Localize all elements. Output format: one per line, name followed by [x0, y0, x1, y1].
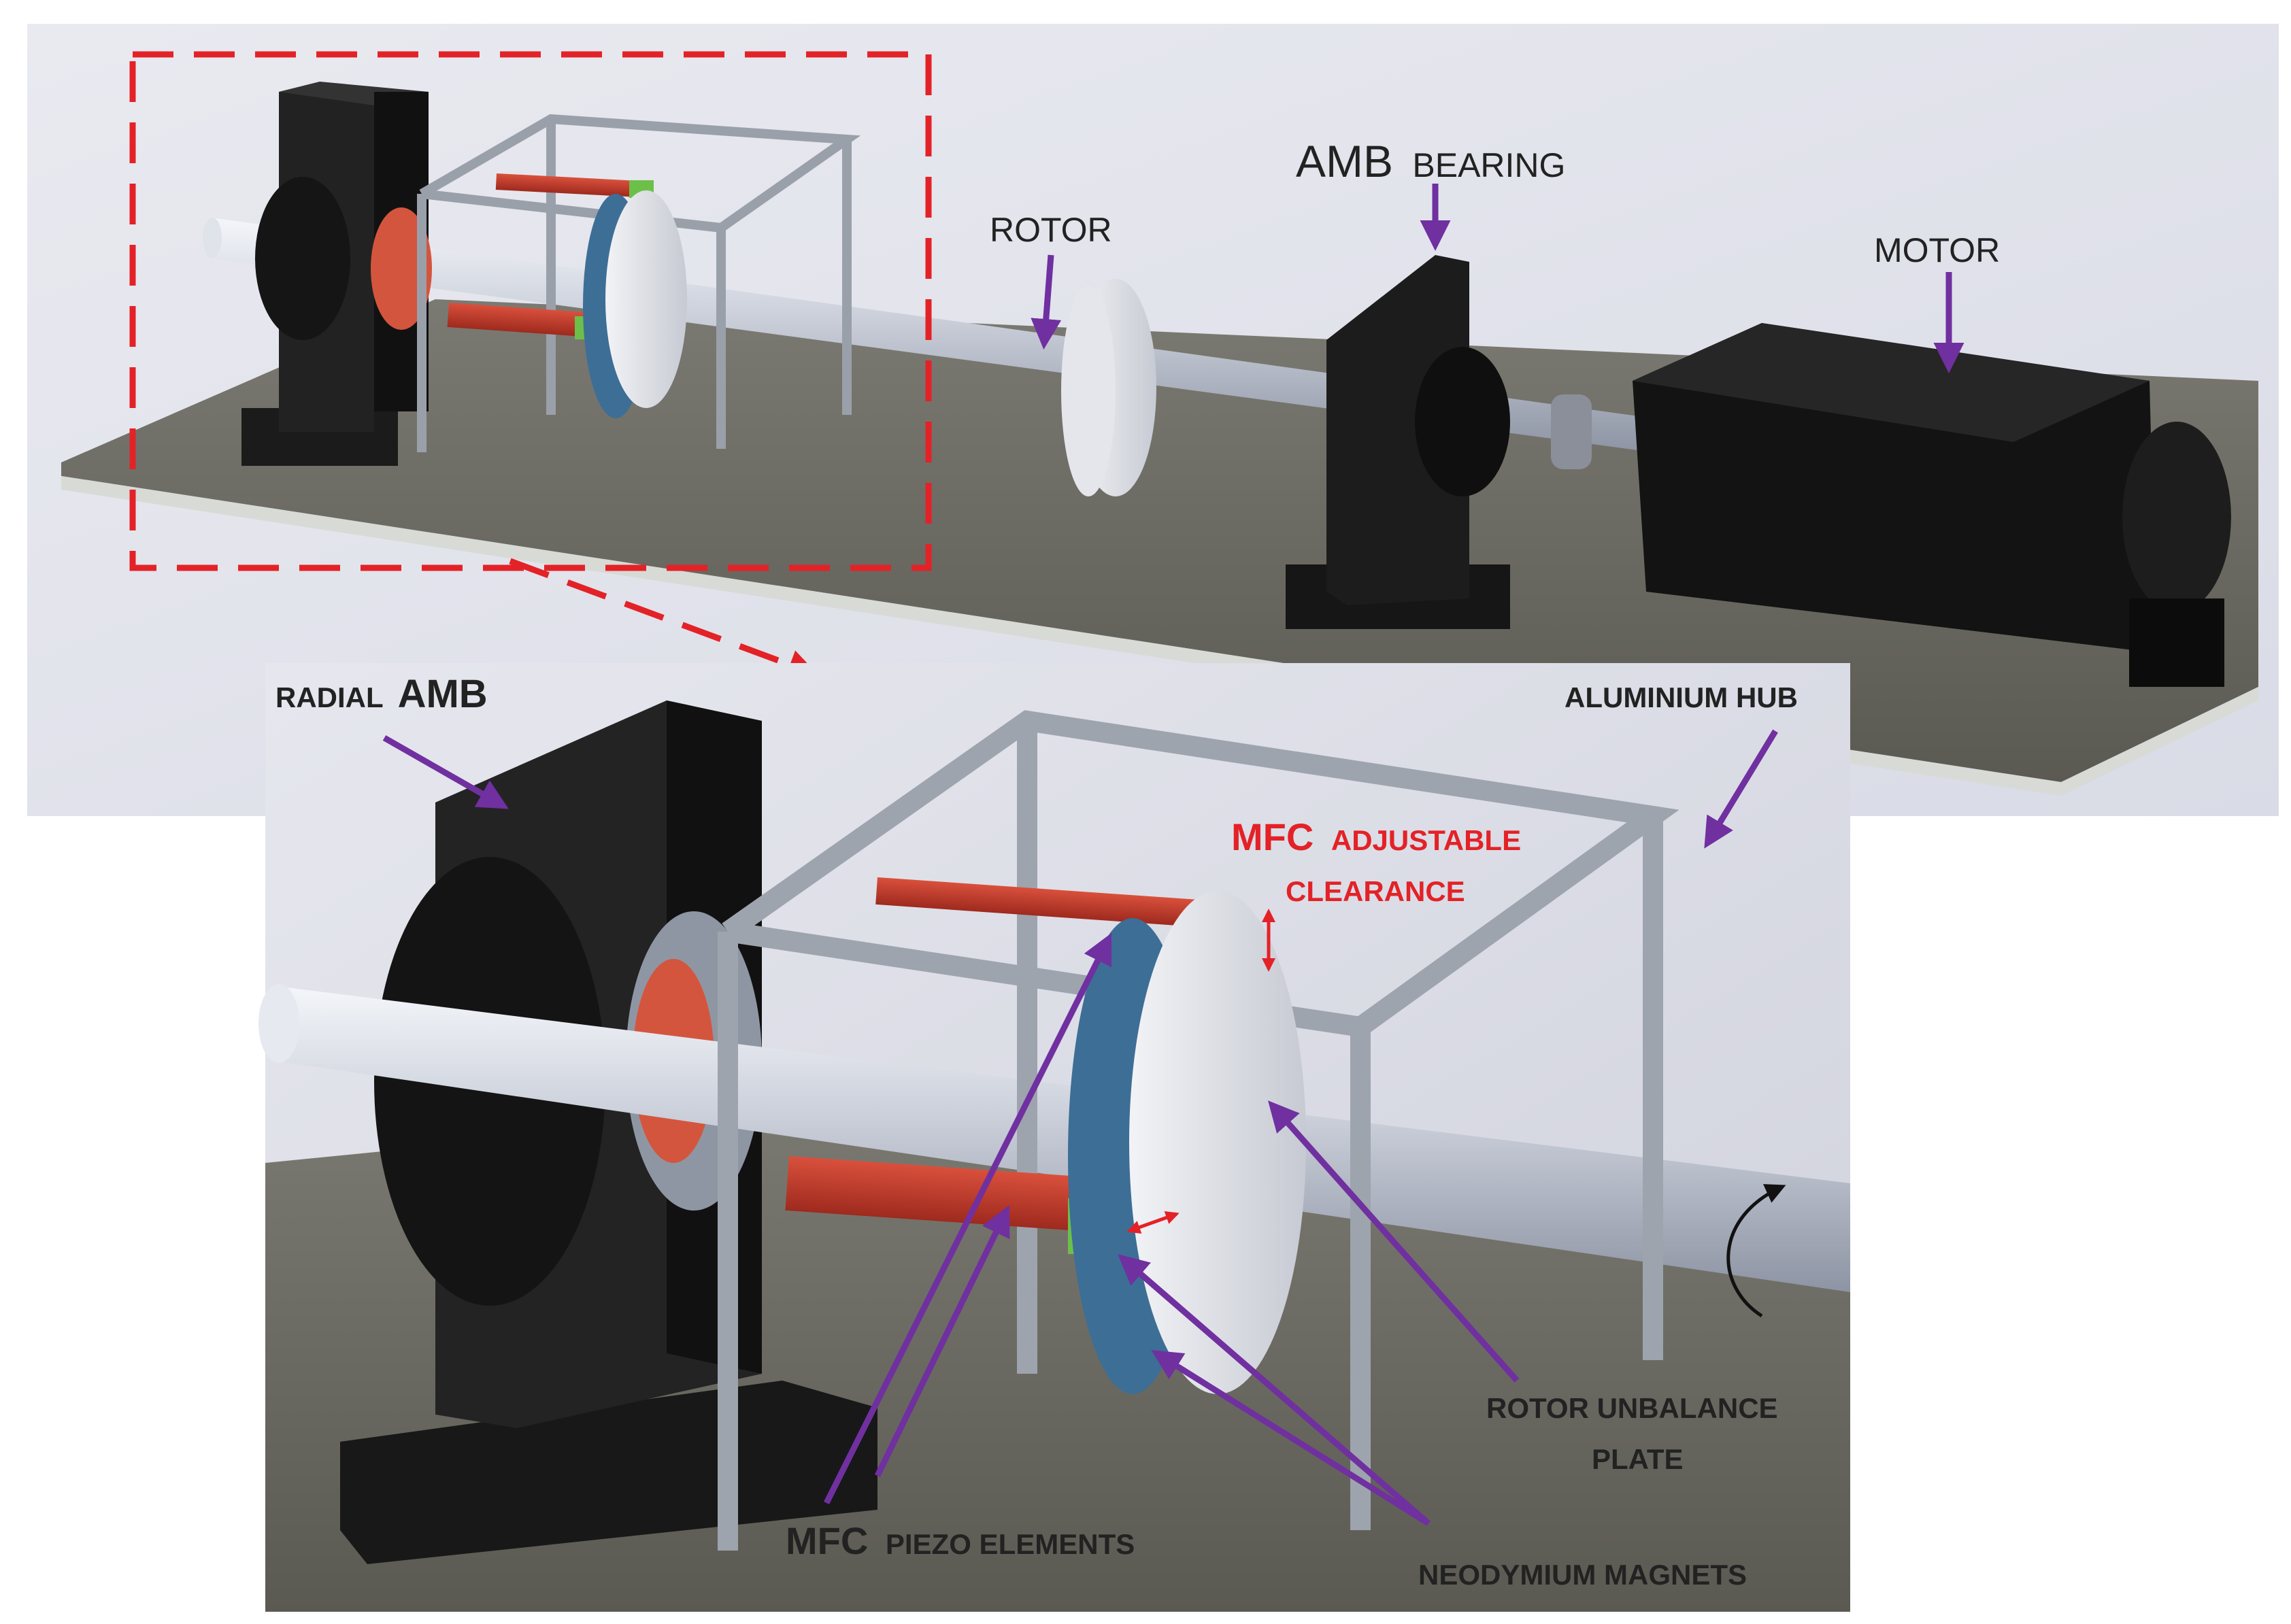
rotor-unbalance-plate-detail — [1129, 891, 1306, 1394]
aluminium-hub-label: ALUMINIUM HUB — [1565, 681, 1798, 713]
mfc-clearance-label-big: MFC — [1231, 815, 1314, 858]
amb-bearing-label: AMB BEARING — [1296, 136, 1565, 186]
top-overview-panel: AMB BEARING ROTOR MOTOR — [27, 24, 2279, 816]
motor-label: MOTOR — [1874, 231, 2000, 269]
mfc-piezo-arrow-2 — [874, 1204, 1010, 1477]
amb-bearing-label-big: AMB — [1296, 136, 1393, 186]
zoom-callout-arrow — [509, 558, 819, 679]
mfc-strip-upper-detail — [875, 877, 1197, 927]
mfc-piezo-arrow-1 — [823, 932, 1112, 1505]
mfc-piezo-label-small: PIEZO ELEMENTS — [886, 1528, 1135, 1560]
aluminium-hub-arrow — [1704, 729, 1778, 849]
clearance-arrow-lower — [1126, 1211, 1180, 1234]
radial-amb-arrow — [382, 735, 509, 809]
rotor-unbalance-label-line2: PLATE — [1592, 1443, 1684, 1475]
neodymium-arrow-1 — [1118, 1254, 1431, 1526]
main-shaft-top — [211, 218, 1653, 452]
mfc-strip-lower-top — [447, 303, 585, 337]
rotor-disk-rim — [1061, 286, 1116, 496]
unbalance-plate-top — [605, 190, 687, 408]
neodymium-label: NEODYMIUM MAGNETS — [1418, 1559, 1747, 1591]
neodymium-arrow-2 — [1151, 1350, 1431, 1526]
mfc-piezo-label-big: MFC — [786, 1519, 868, 1562]
mfc-clearance-label-small: ADJUSTABLE — [1331, 824, 1521, 856]
zoom-detail-panel: RADIAL AMB ALUMINIUM HUB MFC ADJUSTABLE … — [258, 663, 1850, 1612]
mfc-strip-lower-detail — [785, 1156, 1115, 1234]
main-shaft-detail — [275, 986, 1850, 1292]
mfc-strip-upper-top — [495, 173, 633, 197]
mfc-clearance-label-line2: CLEARANCE — [1286, 875, 1465, 907]
shaft-coupling — [1551, 394, 1592, 469]
radial-amb-label-big: AMB — [398, 672, 488, 716]
motor-body — [1633, 323, 2231, 687]
zoom-highlight-box — [129, 51, 932, 571]
radial-amb-label-small: RADIAL — [275, 681, 383, 713]
rotor-unbalance-label-line1: ROTOR UNBALANCE — [1486, 1392, 1778, 1424]
amb-bearing-label-small: BEARING — [1412, 146, 1565, 184]
shaft-end-top — [203, 218, 222, 258]
rotor-label: ROTOR — [990, 211, 1112, 249]
amb-bearing-block — [1286, 255, 1510, 629]
mfc-clearance-label-line1: MFC ADJUSTABLE — [1231, 815, 1521, 858]
rotation-direction-arrow — [1726, 1184, 1786, 1318]
shaft-end-detail — [258, 984, 299, 1063]
mfc-piezo-label: MFC PIEZO ELEMENTS — [786, 1519, 1135, 1562]
rotor-unbalance-arrow — [1268, 1100, 1520, 1383]
radial-amb-label: RADIAL AMB — [275, 672, 488, 716]
rotor-arrow — [1031, 254, 1062, 350]
